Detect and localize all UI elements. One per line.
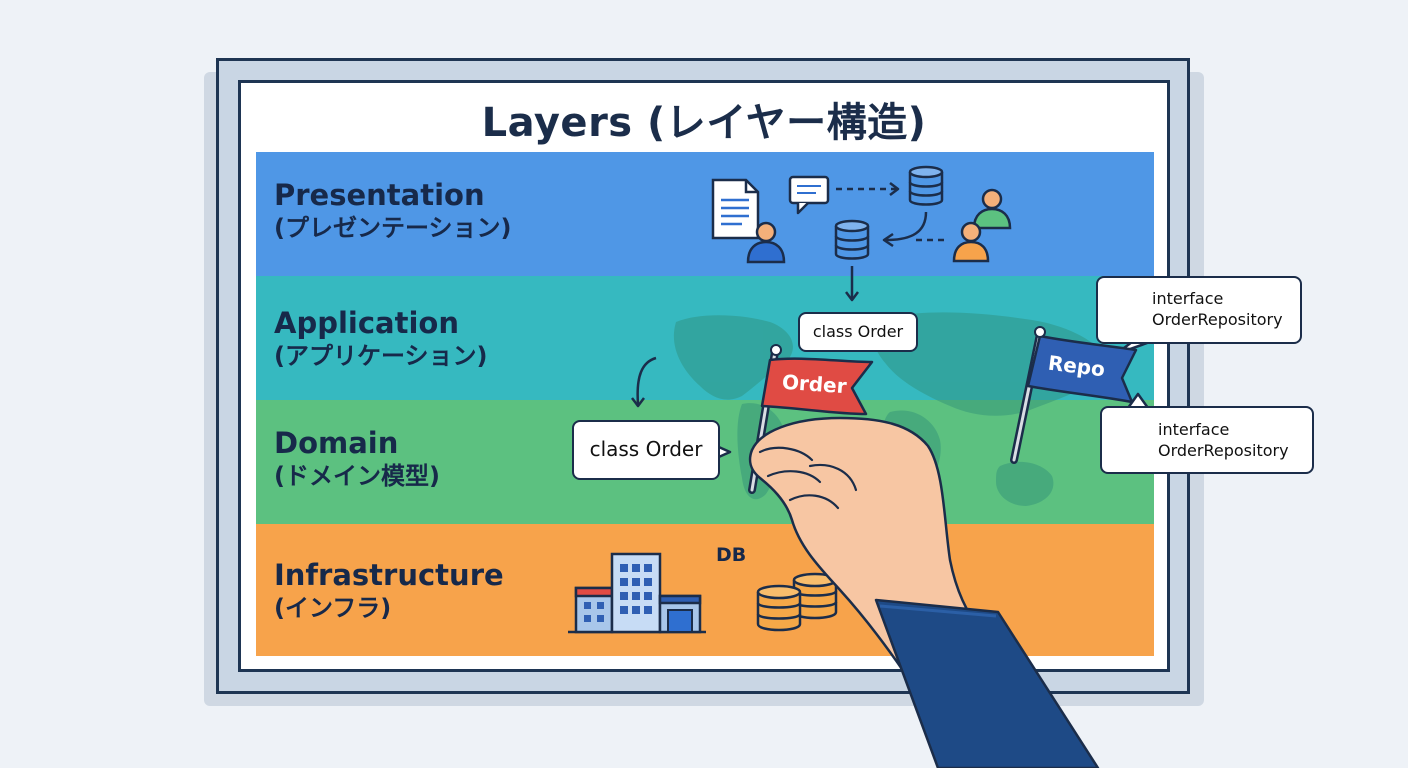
- diagram-title: Layers (レイヤー構造): [481, 100, 927, 146]
- class-order-callout-large: class Order: [572, 420, 720, 480]
- layer-sublabel: (プレゼンテーション): [274, 214, 512, 242]
- flag-order-label: Order: [781, 369, 848, 399]
- coin-stack-icon: [756, 572, 838, 632]
- interface-callout-bottom: interface OrderRepository: [1100, 406, 1314, 474]
- interface-callout-top: interface OrderRepository: [1096, 276, 1302, 344]
- layer-label: Domain: [274, 426, 399, 460]
- curved-arrow: [882, 211, 928, 248]
- building-icon: [568, 552, 706, 634]
- db-label: DB: [716, 544, 747, 566]
- chat-bubble-icon: [788, 175, 830, 215]
- layer-label: Infrastructure: [274, 558, 504, 592]
- callout-line: interface: [1152, 289, 1224, 308]
- database-icon: [834, 219, 870, 260]
- user-icon: [746, 221, 786, 264]
- user-icon: [952, 221, 990, 263]
- hand-icon: [748, 416, 1100, 768]
- document-icon: [711, 178, 760, 240]
- callout-line: OrderRepository: [1158, 441, 1289, 460]
- layer-sublabel: (アプリケーション): [274, 342, 488, 370]
- curved-arrow: [631, 356, 657, 408]
- class-order-callout: class Order: [798, 312, 918, 352]
- database-icon: [908, 165, 944, 206]
- layer-label: Application: [274, 306, 459, 340]
- layer-label: Presentation: [274, 178, 485, 212]
- callout-tail: [1126, 392, 1150, 409]
- user-icon: [972, 188, 1012, 230]
- callout-line: interface: [1158, 420, 1230, 439]
- callout-line: OrderRepository: [1152, 310, 1283, 329]
- dashed-arrow: [836, 182, 900, 196]
- layer-sublabel: (ドメイン模型): [274, 462, 440, 490]
- flag-repo: [1010, 326, 1138, 464]
- layer-application: Application (アプリケーション): [256, 276, 1154, 400]
- layer-sublabel: (インフラ): [274, 594, 392, 622]
- layer-presentation: Presentation (プレゼンテーション): [256, 152, 1154, 276]
- down-arrow: [845, 266, 859, 302]
